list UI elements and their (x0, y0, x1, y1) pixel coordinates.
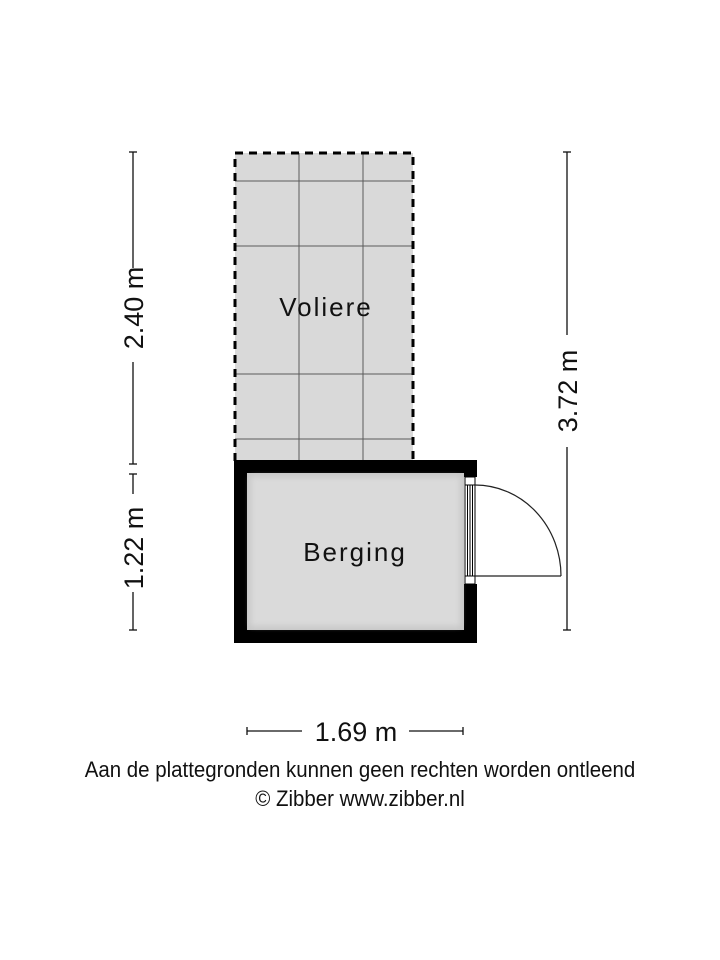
disclaimer-text: Aan de plattegronden kunnen geen rechten… (84, 757, 636, 782)
berging-room: Berging (234, 460, 562, 643)
copyright-text: © Zibber www.zibber.nl (255, 786, 465, 811)
left-dimension (129, 151, 137, 631)
berging-label: Berging (303, 537, 407, 567)
right-dimension (563, 151, 571, 631)
door-frame (464, 476, 476, 585)
dimension-label-right: 3.72 m (553, 350, 583, 433)
berging-floor (251, 477, 460, 626)
dimension-label-bottom: 1.69 m (315, 717, 398, 747)
dimension-label-left-lower: 1.22 m (119, 507, 149, 590)
bottom-dimension (246, 727, 464, 735)
voliere-room: Voliere (233, 151, 415, 461)
voliere-floor (235, 153, 413, 461)
voliere-dashed-outline (233, 151, 415, 461)
dimension-label-left-upper: 2.40 m (119, 267, 149, 350)
voliere-label: Voliere (279, 292, 373, 322)
door-swing-icon (474, 484, 562, 577)
voliere-grid (235, 153, 413, 461)
